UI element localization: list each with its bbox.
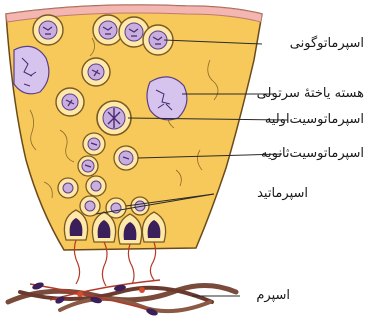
sperm-cluster (8, 280, 236, 317)
secondary-spermatocyte-cell (83, 133, 105, 155)
label-sperm: اسپرم (256, 288, 290, 304)
spermatid-cell (131, 197, 149, 215)
label-primary-spermatocyte: اسپرماتوسیت‌اولیه (265, 112, 364, 128)
label-spermatid: اسپرماتید (257, 186, 308, 202)
spermatogonium-cell (33, 15, 63, 45)
sertoli-nucleus (147, 77, 187, 120)
primary-spermatocyte-cell (82, 58, 110, 86)
label-sertoli-nucleus: هسته یاختهٔ سرتولی (257, 86, 364, 102)
label-spermatogonium: اسپرماتوگونی (290, 36, 364, 52)
label-secondary-spermatocyte: اسپرماتوسیت‌ثانویه (261, 146, 364, 162)
primary-spermatocyte-cell (97, 101, 131, 135)
secondary-spermatocyte-cell (114, 146, 138, 170)
primary-spermatocyte-cell (56, 88, 84, 116)
spermatid-cell (58, 178, 78, 198)
spermatid-cell (86, 176, 106, 196)
secondary-spermatocyte-cell (78, 156, 98, 176)
spermatid-cell (80, 196, 100, 216)
